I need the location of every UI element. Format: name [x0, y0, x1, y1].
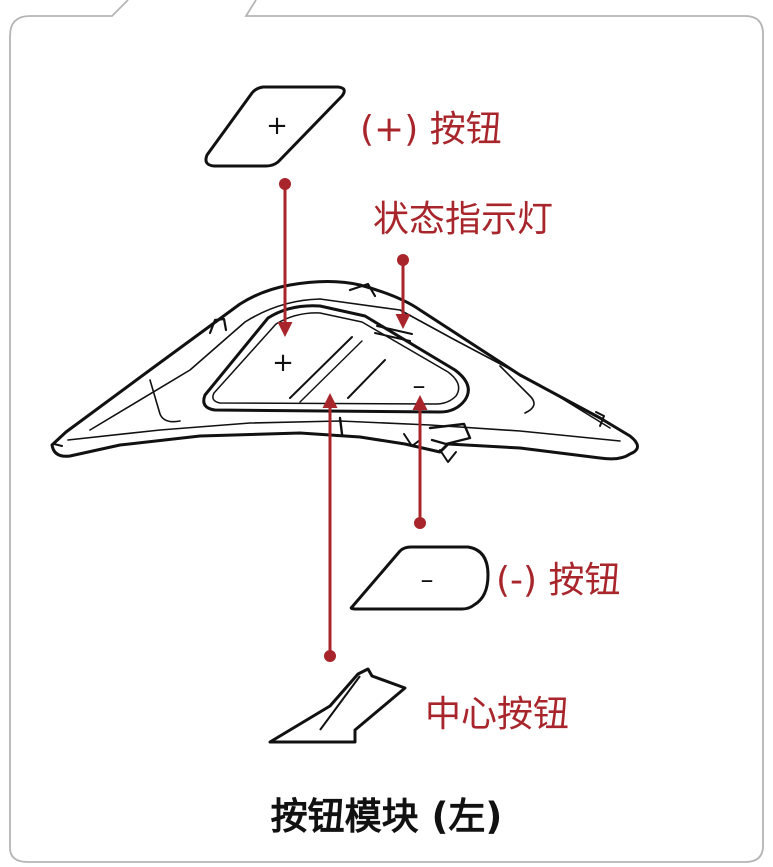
center-button-leader: [322, 393, 338, 662]
frame-border: [9, 0, 764, 863]
minus-button-label: (-) 按钮: [496, 560, 621, 601]
plus-key-cap: +: [204, 85, 346, 168]
module-plus-symbol: +: [272, 348, 294, 378]
minus-key-cap: –: [349, 545, 490, 611]
center-button-label: 中心按钮: [425, 694, 570, 735]
plus-button-label: (+) 按钮: [360, 109, 502, 150]
plus-key-symbol: +: [266, 111, 288, 141]
plus-button-leader: [277, 178, 293, 337]
minus-key-symbol: –: [421, 565, 434, 595]
minus-button-leader: [412, 395, 428, 529]
diagram-caption: 按钮模块 (左): [270, 795, 503, 838]
status-led-leader: [395, 254, 411, 329]
button-panel: + –: [202, 304, 470, 414]
module-minus-symbol: –: [413, 371, 426, 401]
leader-lines: [277, 178, 428, 662]
center-key-cap: [268, 667, 407, 744]
status-led-label: 状态指示灯: [373, 199, 554, 240]
